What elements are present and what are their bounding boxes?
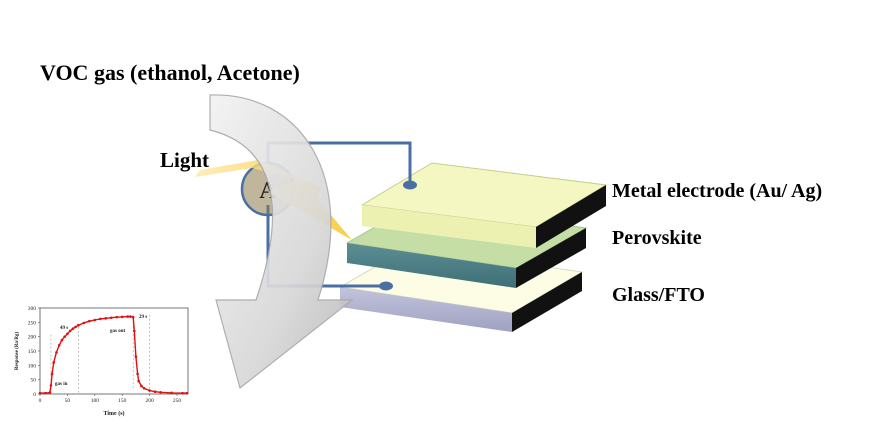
response-point [77,323,80,327]
response-point [71,327,75,330]
response-point [185,391,189,395]
y-tick-label: 100 [28,363,37,369]
response-point [55,351,58,354]
response-point [115,315,119,319]
response-point [66,332,69,336]
response-point [170,391,173,395]
response-point [120,315,124,319]
y-tick-label: 150 [28,349,37,355]
y-tick-label: 0 [33,392,36,398]
perovskite-side [516,228,586,288]
response-point [159,390,162,394]
fall-time-annotation: 29 s [139,315,147,320]
metal-electrode-side [536,185,606,248]
glass-fto-label: Glass/FTO [612,284,705,306]
x-tick-label: 200 [146,398,155,404]
x-tick-label: 250 [173,398,182,404]
response-point [93,318,97,322]
response-point [68,329,72,333]
response-point [129,315,132,318]
inset-x-label: Time (s) [103,410,124,417]
metal-electrode-layer [360,162,608,248]
glass-fto-front [340,287,512,332]
response-point [181,391,184,395]
response-point [38,391,42,395]
x-tick-label: 100 [91,398,100,404]
voc-gas-title: VOC gas (ethanol, Acetone) [40,60,300,85]
glass-fto-side [512,272,582,332]
light-label: Light [160,148,210,172]
gas-in-annotation: gas in [55,382,68,387]
y-tick-label: 200 [28,335,37,341]
response-point [49,384,53,387]
response-point [82,321,86,325]
top-electrode-contact [403,180,417,190]
response-point [57,343,61,347]
response-point [48,391,52,394]
response-point [60,338,64,342]
response-point [50,372,54,376]
rise-time-annotation: 49 s [60,326,68,331]
x-tick-label: 150 [118,398,127,404]
response-point [104,317,108,320]
response-point [131,315,135,319]
x-tick-label: 50 [65,398,71,404]
response-inset-chart: 0 50 100 150 200 250 0 50 100 150 200 250 300 Time (… [15,306,189,417]
x-tick-label: 0 [39,398,42,404]
y-tick-label: 250 [28,320,37,326]
response-point [140,384,143,388]
bottom-electrode-contact [379,281,393,291]
inset-ticks: 0 50 100 150 200 250 0 50 100 150 200 250 300 [28,306,182,404]
response-point [136,372,139,376]
response-point [142,386,146,390]
response-point [88,319,91,323]
response-point [132,329,136,333]
metal-electrode-label: Metal electrode (Au/ Ag) [612,180,823,202]
inset-y-label: Response (Ra/Rg) [15,332,20,371]
y-tick-label: 50 [31,378,37,384]
response-point [153,390,157,394]
response-point [109,316,113,320]
y-tick-label: 300 [28,306,37,312]
response-point [63,335,66,338]
response-point [98,317,102,321]
gas-out-annotation: gas out [110,329,125,334]
response-point [134,355,138,359]
response-point [126,315,130,318]
inset-plot-frame [39,307,189,395]
perovskite-label: Perovskite [612,227,702,249]
perovskite-front [347,243,516,288]
metal-electrode-front [362,205,536,248]
gas-flow-arrow-icon [209,94,354,390]
response-point [137,379,140,383]
response-point [52,361,56,364]
response-point [74,325,77,329]
response-points [38,315,189,395]
response-point [44,391,47,395]
response-point [148,389,151,392]
